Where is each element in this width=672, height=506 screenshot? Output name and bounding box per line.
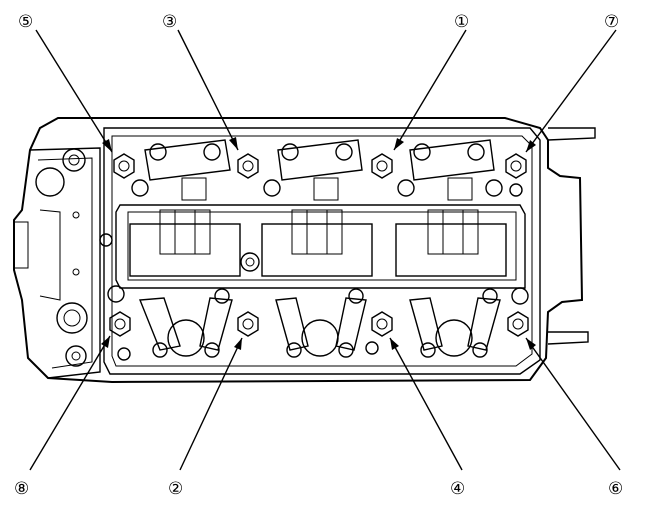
callout-3: ③ xyxy=(162,12,177,32)
upper-camshaft xyxy=(99,209,507,277)
callout-5: ⑤ xyxy=(18,12,33,32)
callout-2: ② xyxy=(168,479,183,499)
bolt-head xyxy=(237,311,259,337)
bolt-head xyxy=(113,153,135,179)
upper-rocker-arms xyxy=(131,139,503,201)
callouts: ⑤ ③ ① ⑦ ⑧ ② ④ ⑥ xyxy=(14,12,623,499)
bolt-head xyxy=(237,153,259,179)
callout-6: ⑥ xyxy=(608,479,623,499)
head-bolts xyxy=(109,153,529,337)
bolt-head xyxy=(507,311,529,337)
callout-1: ① xyxy=(454,12,469,32)
leader-lines xyxy=(29,29,621,471)
callout-8: ⑧ xyxy=(14,479,29,499)
callout-4: ④ xyxy=(450,479,465,499)
cylinder-head-body xyxy=(13,117,596,384)
callout-7: ⑦ xyxy=(604,12,619,32)
bolt-head xyxy=(109,311,131,337)
bolt-head xyxy=(371,311,393,337)
lower-rocker-arms xyxy=(107,183,529,361)
bolt-head xyxy=(371,153,393,179)
bolt-head xyxy=(505,153,527,179)
